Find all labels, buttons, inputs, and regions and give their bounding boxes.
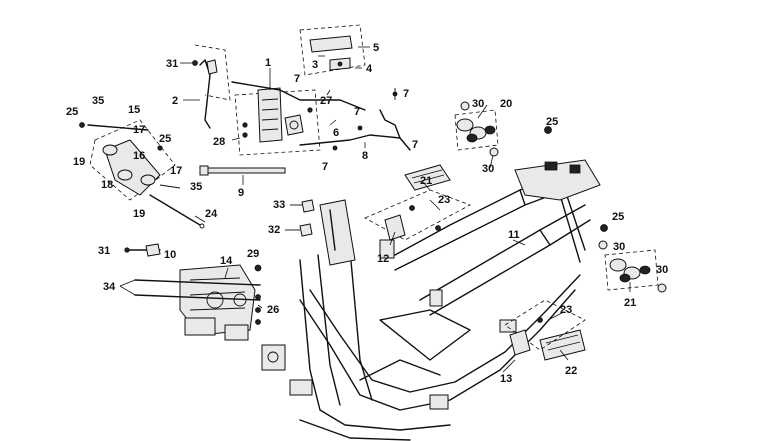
callout-30-mid: 30: [482, 163, 494, 175]
stand-assembly: [79, 119, 205, 229]
callout-11: 11: [508, 229, 520, 241]
callout-31-top: 31: [166, 58, 178, 70]
callout-21-top: 21: [420, 175, 432, 187]
callout-30-far-right: 30: [656, 264, 668, 276]
callout-23-top: 23: [438, 194, 450, 206]
footrest-upper: [364, 164, 471, 241]
callout-32: 32: [268, 224, 280, 236]
footrest-lower: [504, 299, 586, 361]
engine-mount-upper: [454, 101, 499, 157]
callout-28: 28: [213, 136, 225, 148]
callout-3: 3: [312, 59, 318, 71]
callout-29: 29: [247, 248, 259, 260]
callout-19-top: 19: [73, 156, 85, 168]
callout-31-bottom: 31: [98, 245, 110, 257]
callout-6: 6: [333, 127, 339, 139]
callout-4: 4: [366, 63, 373, 75]
callout-19-bottom: 19: [133, 208, 145, 220]
callout-26: 26: [267, 304, 279, 316]
callout-35-top: 35: [92, 95, 104, 107]
callout-34: 34: [103, 281, 116, 293]
callout-labels: 31 2 1 7 3 5 4 27 7 7 28 6 8 7 7 9 25 35…: [66, 42, 668, 385]
bracket-10: [124, 243, 161, 257]
callout-20: 20: [500, 98, 512, 110]
callout-12: 12: [377, 253, 389, 265]
callout-17-top: 17: [133, 124, 145, 136]
callout-25-right-bottom: 25: [612, 211, 624, 223]
callout-7-d: 7: [412, 139, 418, 151]
callout-1: 1: [265, 57, 271, 69]
callout-9: 9: [238, 187, 244, 199]
small-fasteners: [254, 126, 608, 272]
callout-24: 24: [205, 208, 218, 220]
callout-13: 13: [500, 373, 512, 385]
callout-21-bottom: 21: [624, 297, 636, 309]
callout-22: 22: [565, 365, 577, 377]
callout-7-a: 7: [294, 73, 300, 85]
callout-25-right-top: 25: [546, 116, 558, 128]
callout-23-bottom: 23: [560, 304, 572, 316]
callout-7-c: 7: [403, 88, 409, 100]
leader-lines: [119, 46, 631, 373]
callout-7-e: 7: [322, 161, 328, 173]
callout-30-right: 30: [613, 241, 625, 253]
callout-30-top: 30: [472, 98, 484, 110]
engine-mount-lower: [598, 240, 667, 293]
callout-25-mid: 25: [159, 133, 171, 145]
callout-17-bottom: 17: [170, 165, 182, 177]
cable-tie: [199, 165, 286, 176]
callout-8: 8: [362, 150, 368, 162]
callout-27: 27: [320, 95, 332, 107]
callout-18: 18: [101, 179, 113, 191]
callout-16: 16: [133, 150, 145, 162]
callout-5: 5: [373, 42, 379, 54]
callout-7-b: 7: [354, 106, 360, 118]
callout-35-bottom: 35: [190, 181, 202, 193]
callout-10: 10: [164, 249, 176, 261]
callout-25-left: 25: [66, 106, 78, 118]
cable-assembly: [192, 24, 411, 156]
main-frame: [261, 159, 601, 441]
callout-14: 14: [220, 255, 233, 267]
callout-15: 15: [128, 104, 140, 116]
engine-hanger: [134, 264, 261, 341]
callout-2: 2: [172, 95, 178, 107]
callout-33: 33: [273, 199, 285, 211]
